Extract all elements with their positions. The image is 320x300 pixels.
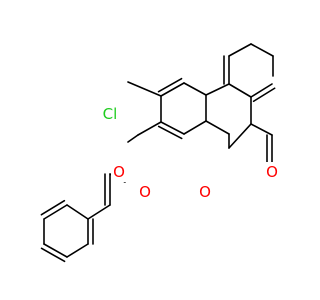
double-bond-line bbox=[157, 125, 183, 140]
bond-line bbox=[228, 123, 252, 149]
lactone-carbonyl-oxygen-atom-label: O bbox=[266, 163, 278, 181]
double-bond-line bbox=[157, 77, 183, 93]
ester-oxygen-label-mask bbox=[111, 162, 127, 182]
atom-label-layer: Cl O O O O bbox=[98, 104, 280, 202]
molecule-canvas: Cl O O O O bbox=[40, 43, 280, 263]
bond-line bbox=[43, 204, 68, 220]
benzoyl-carbonyl-oxygen-label-mask bbox=[137, 182, 153, 202]
bond-line bbox=[87, 204, 111, 220]
double-bond-line bbox=[252, 87, 276, 103]
molecule-structure-diagram: Cl O O O O bbox=[40, 43, 280, 263]
bond-line bbox=[160, 82, 185, 97]
bond-line bbox=[66, 243, 89, 258]
ring-oxygen-label-mask bbox=[197, 182, 213, 202]
double-bond-line bbox=[40, 199, 66, 216]
bond-line bbox=[160, 121, 185, 135]
benzoyl-carbonyl-oxygen-atom-label: O bbox=[139, 183, 151, 201]
bond-line bbox=[250, 43, 274, 57]
bond-line bbox=[228, 83, 252, 98]
bond-line bbox=[183, 120, 207, 135]
bond-line bbox=[127, 81, 162, 97]
bond-line bbox=[205, 83, 230, 96]
bond-line bbox=[250, 123, 273, 136]
double-bond-line bbox=[40, 247, 66, 263]
bond-line bbox=[127, 134, 139, 143]
bond-line bbox=[66, 204, 89, 220]
bond-line bbox=[137, 121, 162, 136]
bond-line bbox=[205, 120, 230, 135]
bond-line bbox=[183, 82, 207, 96]
bond-layer bbox=[40, 43, 276, 263]
bond-line bbox=[250, 83, 273, 98]
lactone-carbonyl-oxygen-label-mask bbox=[264, 162, 280, 182]
chlorine-atom-label: Cl bbox=[103, 105, 118, 123]
bond-line bbox=[43, 243, 68, 258]
bond-line bbox=[228, 43, 252, 57]
chlorine-label-mask bbox=[98, 104, 122, 124]
ring-oxygen-atom-label: O bbox=[199, 183, 211, 201]
ester-oxygen-atom-label: O bbox=[113, 163, 125, 181]
